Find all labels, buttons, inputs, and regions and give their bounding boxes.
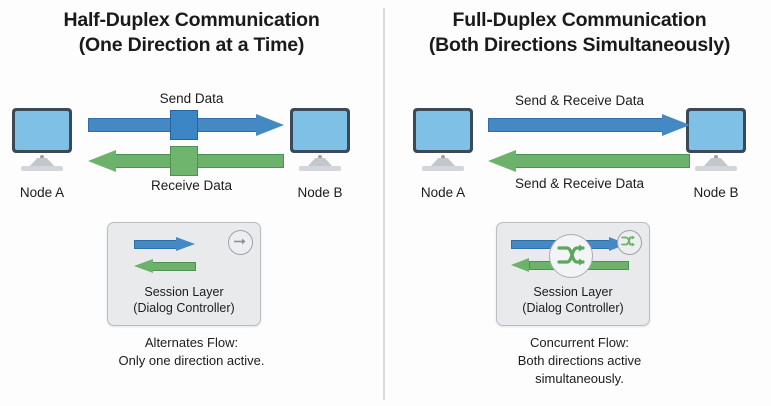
session-layer-card-full-duplex: Session Layer (Dialog Controller) (496, 222, 650, 326)
monitor-base (299, 166, 341, 171)
node-b-label: Node B (693, 185, 739, 200)
monitor-node-a-icon (413, 108, 473, 171)
monitor-node-a-icon (12, 108, 72, 171)
send-receive-arrow-right-icon (488, 114, 690, 136)
full-duplex-title-line2: (Both Directions Simultaneously) (428, 34, 731, 56)
half-duplex-caption: Alternates Flow: Only one direction acti… (0, 334, 383, 370)
half-duplex-title-line1: Half-Duplex Communication (63, 9, 320, 31)
half-duplex-title: Half-Duplex Communication (One Direction… (0, 8, 383, 58)
full-duplex-caption-line2: Both directions active (517, 353, 642, 368)
monitor-stand (430, 158, 456, 167)
shuffle-icon (617, 230, 642, 255)
monitor-logo-dot (441, 154, 445, 159)
arrow-head (256, 114, 284, 136)
session-layer-line1: Session Layer (144, 285, 224, 299)
arrow-shaft (488, 118, 664, 132)
monitor-frame (413, 108, 473, 153)
session-layer-card-half-duplex: Session Layer (Dialog Controller) (107, 222, 261, 326)
mini-blue-arrow-right-icon (134, 237, 196, 252)
right-arrow-icon (228, 230, 253, 255)
arrow-mid-block (170, 110, 198, 140)
monitor-node-b-icon (686, 108, 746, 171)
monitor-screen (416, 111, 470, 150)
half-duplex-title-line2: (One Direction at a Time) (78, 34, 305, 56)
session-layer-line1: Session Layer (533, 285, 613, 299)
node-a-label: Node A (19, 185, 65, 200)
send-data-arrow-right-icon (88, 110, 284, 140)
monitor-logo-dot (318, 154, 322, 159)
monitor-base (21, 166, 63, 171)
monitor-screen (15, 111, 69, 150)
monitor-node-b-icon (290, 108, 350, 171)
arrow-head (662, 114, 690, 136)
session-layer-line2: (Dialog Controller) (133, 301, 235, 315)
node-a-label: Node A (420, 185, 466, 200)
send-data-label: Send Data (159, 91, 224, 106)
monitor-logo-dot (714, 154, 718, 159)
monitor-screen (689, 111, 743, 150)
arrow-shaft (152, 262, 196, 271)
full-duplex-title: Full-Duplex Communication (Both Directio… (388, 8, 771, 58)
receive-data-label: Receive Data (150, 178, 233, 193)
session-layer-text: Session Layer (Dialog Controller) (497, 284, 649, 316)
monitor-frame (686, 108, 746, 153)
monitor-logo-dot (40, 154, 44, 159)
monitor-base (695, 166, 737, 171)
full-duplex-caption-line1: Concurrent Flow: (530, 335, 629, 350)
send-receive-data-top-label: Send & Receive Data (514, 93, 645, 108)
monitor-frame (12, 108, 72, 153)
arrow-shaft (114, 154, 284, 168)
send-receive-data-bottom-label: Send & Receive Data (514, 176, 645, 191)
full-duplex-caption-line3: simultaneously. (535, 371, 624, 386)
half-duplex-caption-line2: Only one direction active. (118, 353, 265, 368)
node-b-label: Node B (297, 185, 343, 200)
arrow-head (511, 258, 529, 272)
arrow-head (488, 150, 516, 172)
full-duplex-caption: Concurrent Flow: Both directions active … (388, 334, 771, 388)
full-duplex-title-line1: Full-Duplex Communication (452, 9, 707, 31)
arrow-head (176, 237, 195, 251)
session-layer-text: Session Layer (Dialog Controller) (108, 284, 260, 316)
crossing-arrows-shuffle-icon (511, 234, 629, 278)
monitor-stand (703, 158, 729, 167)
send-receive-arrow-left-icon (488, 150, 690, 172)
arrow-shaft (134, 240, 178, 249)
monitor-base (422, 166, 464, 171)
monitor-stand (307, 158, 333, 167)
arrow-head (134, 259, 153, 273)
arrow-mid-block (170, 146, 198, 176)
arrow-head (88, 150, 116, 172)
half-duplex-caption-line1: Alternates Flow: (144, 335, 239, 350)
receive-data-arrow-left-icon (88, 146, 284, 176)
shuffle-hub-icon (549, 234, 593, 278)
full-duplex-panel: Full-Duplex Communication (Both Directio… (388, 0, 771, 406)
monitor-screen (293, 111, 347, 150)
monitor-frame (290, 108, 350, 153)
session-layer-line2: (Dialog Controller) (522, 301, 624, 315)
mini-green-arrow-left-icon (134, 259, 196, 274)
monitor-stand (29, 158, 55, 167)
half-duplex-panel: Half-Duplex Communication (One Direction… (0, 0, 383, 406)
panel-divider (383, 8, 385, 400)
arrow-shaft (514, 154, 690, 168)
